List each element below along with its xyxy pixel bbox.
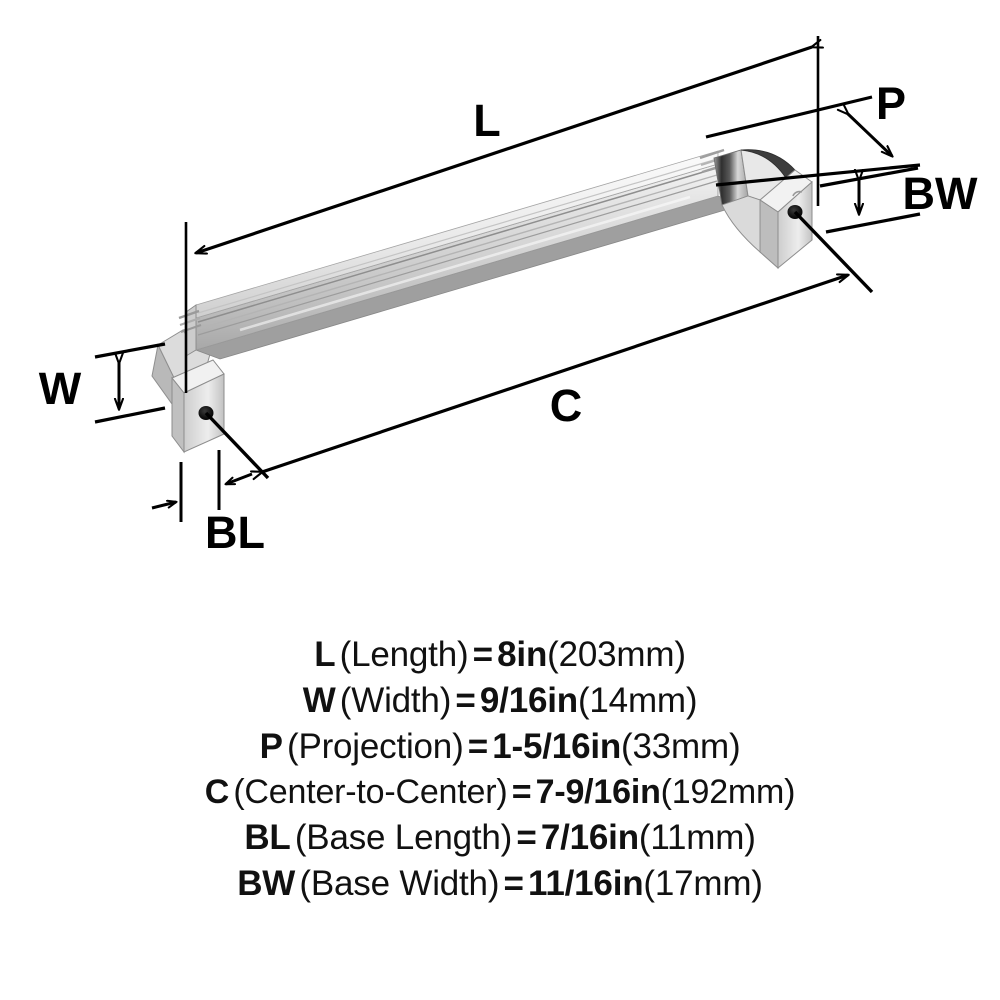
dimension-L: L bbox=[184, 36, 818, 393]
spec-value-p: 1-5/16in bbox=[492, 727, 622, 766]
L-dimension-line bbox=[196, 47, 812, 253]
spec-metric-bl: (11mm) bbox=[638, 818, 756, 857]
spec-row-base-width: BW (Base Width) = 11/16in(17mm) bbox=[14, 861, 986, 907]
BW-tick-lower bbox=[825, 212, 921, 234]
spec-metric-p: (33mm) bbox=[621, 727, 741, 766]
dimension-drawing: L C W bbox=[0, 0, 1000, 620]
spec-metric-bw: (17mm) bbox=[643, 864, 763, 903]
BL-arrow-left bbox=[151, 499, 178, 510]
dimension-C: C bbox=[204, 210, 874, 478]
spec-value-w: 9/16in bbox=[479, 681, 578, 720]
dimension-W: W bbox=[39, 342, 166, 424]
spec-code-p: P bbox=[259, 727, 283, 766]
specification-list: L (Length) = 8in(203mm) W (Width) = 9/16… bbox=[0, 620, 1000, 1000]
spec-name-bw: (Base Width) bbox=[299, 864, 500, 903]
spec-row-projection: P (Projection) = 1-5/16in(33mm) bbox=[14, 724, 986, 770]
spec-value-bw: 11/16in bbox=[528, 864, 644, 903]
spec-code-l: L bbox=[314, 635, 336, 674]
spec-eq-l: = bbox=[472, 635, 493, 674]
spec-eq-c: = bbox=[511, 773, 532, 811]
C-dimension-line bbox=[262, 275, 848, 472]
dimension-BW: BW bbox=[819, 166, 978, 234]
dimension-label-L: L bbox=[473, 95, 501, 146]
spec-value-l: 8in bbox=[497, 635, 548, 674]
spec-eq-bw: = bbox=[503, 864, 524, 903]
spec-metric-w: (14mm) bbox=[577, 681, 698, 720]
spec-value-c: 7-9/16in bbox=[535, 773, 661, 811]
spec-eq-p: = bbox=[467, 727, 489, 766]
dimension-label-BW: BW bbox=[903, 168, 978, 219]
spec-row-width: W (Width) = 9/16in(14mm) bbox=[14, 678, 986, 724]
P-extension-lower bbox=[715, 163, 921, 187]
spec-name-c: (Center-to-Center) bbox=[233, 773, 508, 811]
BL-arrow-right bbox=[224, 472, 253, 486]
spec-name-w: (Width) bbox=[339, 681, 452, 720]
BW-tick-upper bbox=[819, 166, 919, 188]
dimension-label-P: P bbox=[876, 78, 906, 129]
spec-value-bl: 7/16in bbox=[540, 818, 639, 857]
C-leader-right bbox=[793, 210, 874, 294]
spec-metric-l: (203mm) bbox=[547, 635, 686, 674]
spec-code-c: C bbox=[204, 773, 230, 811]
spec-row-base-length: BL (Base Length) = 7/16in(11mm) bbox=[14, 815, 986, 861]
W-tick-upper bbox=[94, 342, 166, 359]
spec-eq-bl: = bbox=[516, 818, 537, 857]
spec-name-l: (Length) bbox=[339, 635, 469, 674]
spec-metric-c: (192mm) bbox=[660, 773, 796, 811]
dimension-BL: BL bbox=[151, 450, 265, 558]
P-dimension-line bbox=[848, 114, 892, 156]
drawing-background bbox=[0, 0, 1000, 620]
spec-row-center-to-center: C (Center-to-Center) = 7-9/16in(192mm) bbox=[14, 770, 986, 815]
spec-eq-w: = bbox=[455, 681, 476, 720]
dimension-label-BL: BL bbox=[205, 507, 265, 558]
W-tick-lower bbox=[94, 406, 166, 424]
dimension-P: P bbox=[705, 78, 921, 187]
spec-code-w: W bbox=[302, 681, 336, 720]
spec-name-p: (Projection) bbox=[286, 727, 464, 766]
spec-code-bl: BL bbox=[244, 818, 291, 857]
dimension-label-C: C bbox=[550, 380, 583, 431]
spec-name-bl: (Base Length) bbox=[294, 818, 513, 857]
dimension-label-W: W bbox=[39, 363, 82, 414]
spec-code-bw: BW bbox=[237, 864, 296, 903]
spec-row-length: L (Length) = 8in(203mm) bbox=[14, 632, 986, 678]
